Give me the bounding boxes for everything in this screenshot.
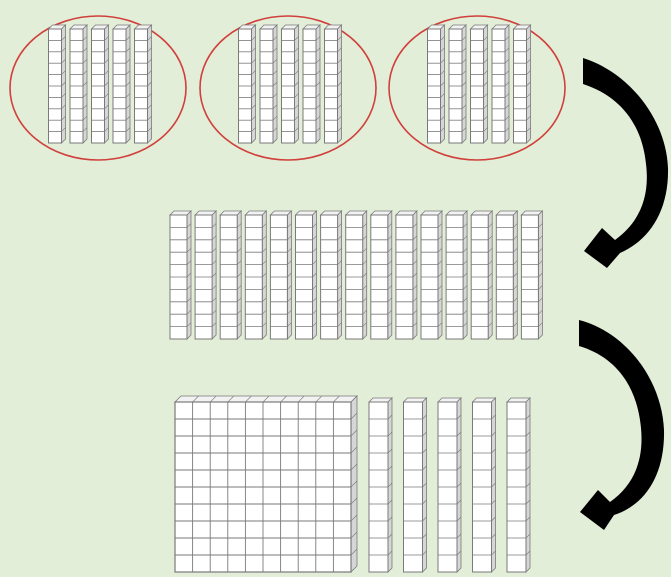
ten-rod — [135, 25, 152, 143]
ten-rod — [369, 398, 392, 572]
ten-rod — [321, 211, 342, 339]
tens-row — [170, 211, 542, 339]
ten-rod — [220, 211, 241, 339]
ten-rod — [260, 25, 277, 143]
ten-rod — [303, 25, 320, 143]
ten-rod — [446, 211, 467, 339]
ten-rod — [245, 211, 266, 339]
ten-rod — [521, 211, 542, 339]
ten-rod — [296, 211, 317, 339]
ten-rod — [239, 25, 256, 143]
ten-rod — [92, 25, 109, 143]
ten-rod — [428, 25, 445, 143]
ten-rod — [346, 211, 367, 339]
ten-rod — [438, 398, 461, 572]
hundreds-flat — [175, 396, 357, 572]
ten-rod — [496, 211, 517, 339]
ten-rod — [471, 25, 488, 143]
ten-rod — [371, 211, 392, 339]
ten-rod — [49, 25, 66, 143]
ten-rod — [514, 25, 531, 143]
ten-rod — [507, 398, 530, 572]
hundreds-and-tens-row — [175, 396, 530, 572]
ten-rod — [421, 211, 442, 339]
ten-rod — [492, 25, 509, 143]
ten-rod — [270, 211, 291, 339]
ten-rod — [396, 211, 417, 339]
ten-rod — [449, 25, 466, 143]
ten-rod — [282, 25, 299, 143]
ten-rod — [325, 25, 342, 143]
ten-rod — [70, 25, 87, 143]
ten-rod — [195, 211, 216, 339]
ten-rod — [170, 211, 191, 339]
ten-rod — [471, 211, 492, 339]
ten-rod — [473, 398, 496, 572]
ten-rod — [113, 25, 130, 143]
ten-rod — [404, 398, 427, 572]
